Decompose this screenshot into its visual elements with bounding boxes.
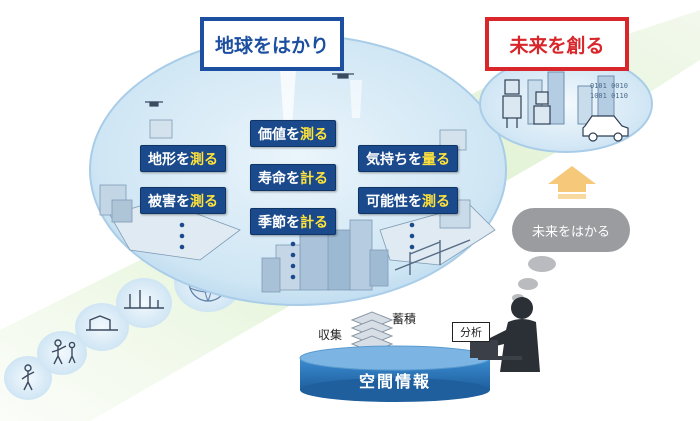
data-layers-stack xyxy=(350,311,394,353)
tag-feelings: 気持ちを量る xyxy=(358,145,458,172)
up-arrow-icon xyxy=(548,166,596,199)
person-analyst-icon xyxy=(470,297,540,372)
title-earth: 地球をはかり xyxy=(200,17,344,71)
database-label: 空間情報 xyxy=(358,372,431,391)
drone-icon xyxy=(145,73,354,107)
svg-text:0101 0010: 0101 0010 xyxy=(590,82,628,90)
label-accumulate: 蓄積 xyxy=(392,312,417,326)
tag-damage: 被害を測る xyxy=(140,187,226,214)
label-analysis: 分析 xyxy=(452,322,490,342)
robot-icon xyxy=(502,79,551,128)
tag-terrain: 地形を測る xyxy=(140,145,226,172)
tag-value: 価値を測る xyxy=(250,120,336,147)
future-measure-bubble: 未来をはかる xyxy=(512,208,630,252)
svg-text:1001 0110: 1001 0110 xyxy=(590,92,628,100)
tag-lifespan: 寿命を計る xyxy=(250,164,336,191)
thought-bubbles xyxy=(512,256,556,302)
tag-possibility: 可能性を測る xyxy=(358,187,458,214)
connector-dots xyxy=(179,222,415,280)
future-bubble-scene: 0101 0010 1001 0110 xyxy=(479,55,653,153)
satellite-beam-icon xyxy=(280,70,296,128)
spatial-database xyxy=(299,345,491,402)
tag-season: 季節を計る xyxy=(250,208,336,235)
title-future: 未来を創る xyxy=(485,17,629,71)
car-icon xyxy=(582,115,629,142)
label-collect: 収集 xyxy=(318,328,343,342)
